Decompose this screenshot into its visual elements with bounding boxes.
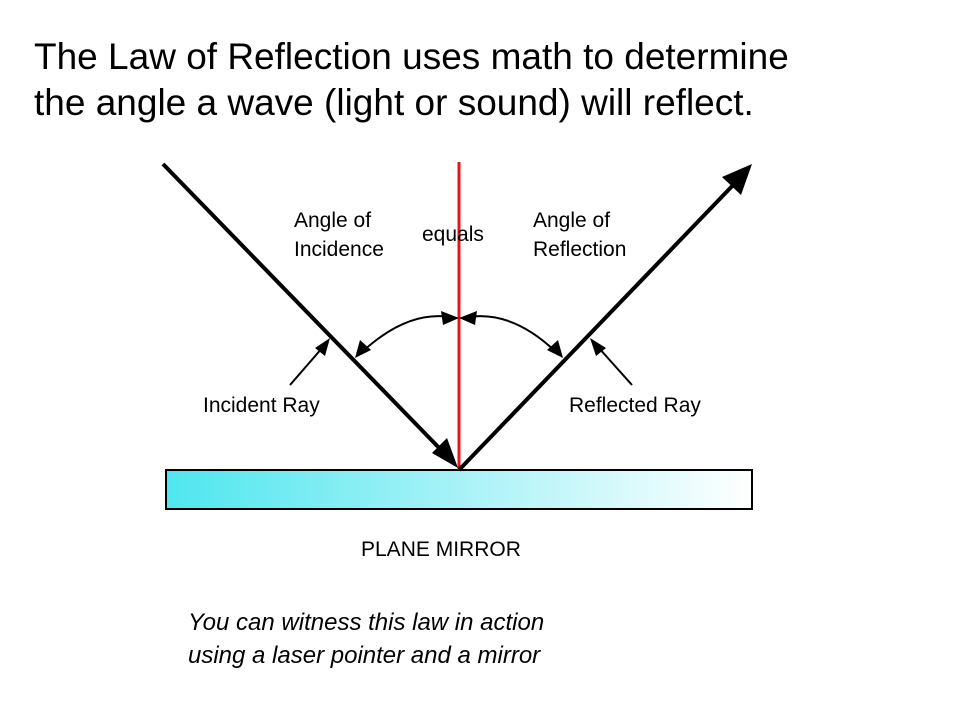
- title-line-2: the angle a wave (light or sound) will r…: [34, 82, 754, 123]
- equals-label: equals: [422, 223, 484, 246]
- reflected-ray-label: Reflected Ray: [569, 394, 701, 417]
- incident-ray-arrowhead: [432, 438, 458, 468]
- incident-ray-label: Incident Ray: [203, 394, 320, 417]
- reflected-ray-arrowhead: [722, 164, 752, 195]
- arc-arrowhead-center-left: [441, 311, 459, 325]
- arc-arrowhead-center-right: [459, 311, 477, 325]
- caption-line-2: using a laser pointer and a mirror: [188, 642, 541, 669]
- angle-arc: [355, 311, 563, 358]
- arc-arrowhead-right: [547, 340, 563, 358]
- reflected-pointer-arrow: [590, 338, 633, 386]
- arc-arrowhead-left: [355, 340, 371, 358]
- incident-pointer-arrow: [289, 338, 330, 386]
- angle-of-incidence-label: Angle of Incidence: [294, 209, 384, 261]
- plane-mirror: [165, 469, 753, 510]
- angle-of-incidence-line-1: Angle of: [294, 209, 371, 232]
- angle-of-reflection-line-2: Reflection: [533, 238, 626, 261]
- incident-ray: [161, 162, 458, 468]
- angle-of-reflection-label: Angle of Reflection: [533, 209, 626, 261]
- angle-of-incidence-line-2: Incidence: [294, 238, 384, 261]
- slide-title: The Law of Reflection uses math to deter…: [34, 34, 944, 126]
- caption: You can witness this law in action using…: [188, 606, 544, 672]
- angle-of-reflection-line-1: Angle of: [533, 209, 610, 232]
- reflected-ray: [457, 164, 752, 472]
- plane-mirror-label: PLANE MIRROR: [361, 538, 521, 561]
- title-line-1: The Law of Reflection uses math to deter…: [34, 36, 789, 77]
- caption-line-1: You can witness this law in action: [188, 609, 545, 636]
